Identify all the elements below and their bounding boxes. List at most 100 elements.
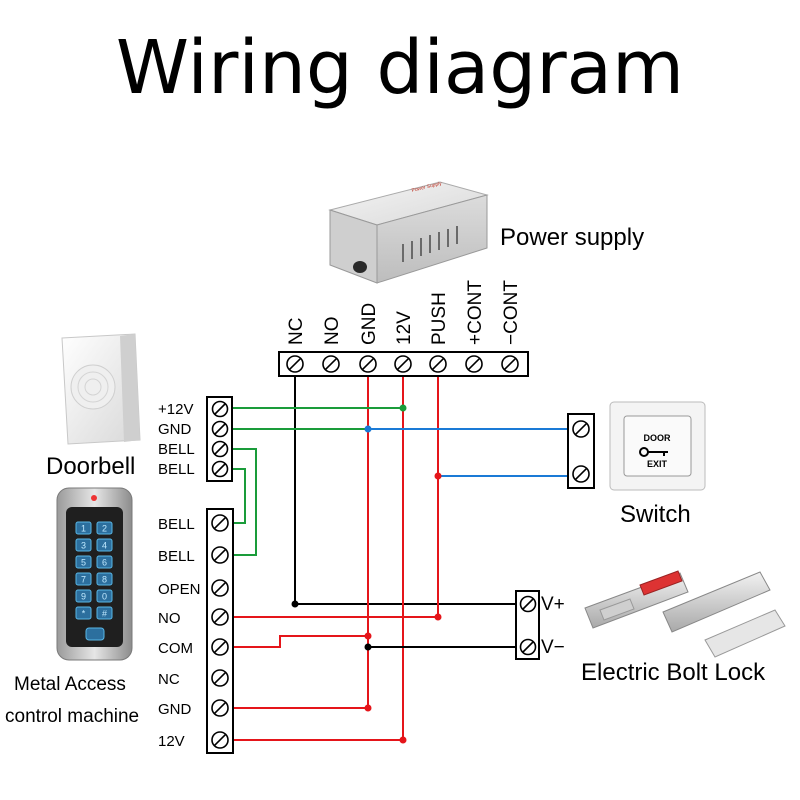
psu-terminal-label-nc: NC bbox=[286, 318, 307, 345]
psu-terminal-label-cont: +CONT bbox=[465, 280, 486, 345]
exit-switch-door-text: DOOR bbox=[644, 433, 672, 443]
screw-terminal bbox=[572, 465, 590, 483]
access-terminal-label-gnd-6: GND bbox=[158, 701, 192, 718]
wire-gnd-to-access-gnd bbox=[232, 365, 369, 709]
doorbell-image bbox=[61, 333, 141, 445]
psu-terminal-label-push: PUSH bbox=[429, 292, 450, 345]
access-terminal-label-bell-0: BELL bbox=[158, 516, 195, 533]
screw-terminal bbox=[211, 669, 229, 687]
keypad-key: 8 bbox=[96, 572, 113, 586]
access-terminal-label-com-4: COM bbox=[158, 640, 193, 657]
key-icon bbox=[639, 447, 668, 457]
access-terminal-label-12v-7: 12V bbox=[158, 733, 185, 750]
junction-dot bbox=[399, 736, 407, 744]
screw-terminal bbox=[211, 546, 229, 564]
psu-terminal-label-no: NO bbox=[322, 317, 343, 346]
junction-dot bbox=[364, 704, 372, 712]
access-control-image: 1 2 3 4 5 6 7 8 9 0 * # bbox=[56, 487, 133, 661]
psu-terminal-label-gnd: GND bbox=[359, 303, 380, 345]
screw-terminal bbox=[211, 440, 229, 458]
svg-text:4: 4 bbox=[102, 541, 107, 551]
page-title: Wiring diagram bbox=[116, 25, 684, 111]
access-control-label-line2: control machine bbox=[5, 706, 139, 727]
keypad-key: 5 bbox=[75, 555, 92, 569]
screw-terminal bbox=[211, 638, 229, 656]
svg-text:9: 9 bbox=[81, 592, 86, 602]
access-terminal-label-open-2: OPEN bbox=[158, 581, 201, 598]
wires bbox=[232, 365, 570, 744]
junction-dot bbox=[364, 425, 372, 433]
svg-text:#: # bbox=[102, 609, 107, 619]
screw-terminal bbox=[519, 638, 537, 656]
psu-terminal-label-cont: −CONT bbox=[501, 280, 522, 345]
svg-text:8: 8 bbox=[102, 575, 107, 585]
svg-text:5: 5 bbox=[81, 558, 86, 568]
bell-key-icon bbox=[85, 627, 105, 641]
wire-push-to-access-no bbox=[232, 365, 439, 618]
power-supply-terminal-block: NC NO GND 12V PUSH +CONT −CONT bbox=[278, 280, 529, 377]
junction-dot bbox=[364, 643, 372, 651]
keypad-key: 1 bbox=[75, 521, 92, 535]
doorbell-terminal-label-12v-0: +12V bbox=[158, 401, 193, 418]
screw-terminal bbox=[211, 460, 229, 478]
keypad-key: # bbox=[96, 606, 113, 620]
screw-terminal bbox=[322, 355, 340, 373]
keypad-key: 7 bbox=[75, 572, 92, 586]
svg-text:0: 0 bbox=[102, 592, 107, 602]
screw-terminal bbox=[211, 731, 229, 749]
exit-switch-exit-text: EXIT bbox=[647, 459, 668, 469]
junction-dot bbox=[434, 472, 442, 480]
keypad-key: 0 bbox=[96, 589, 113, 603]
lock-terminal-label-v: V− bbox=[541, 637, 565, 658]
keypad-key: 3 bbox=[75, 538, 92, 552]
keypad-key: 9 bbox=[75, 589, 92, 603]
svg-text:3: 3 bbox=[81, 541, 86, 551]
exit-switch-image: DOOR EXIT bbox=[609, 401, 706, 491]
screw-terminal bbox=[572, 420, 590, 438]
access-terminal-label-no-3: NO bbox=[158, 610, 181, 627]
lock-terminal-label-v: V+ bbox=[541, 594, 565, 615]
junction-dot bbox=[434, 613, 442, 621]
keypad-keys: 1 2 3 4 5 6 7 8 9 0 * # bbox=[75, 521, 113, 641]
wire-com-to-lock-vminus bbox=[232, 635, 368, 648]
svg-text:7: 7 bbox=[81, 575, 86, 585]
screw-terminal bbox=[211, 699, 229, 717]
junction-dot bbox=[399, 404, 407, 412]
access-control-label-line1: Metal Access bbox=[14, 674, 126, 695]
keypad-key: * bbox=[75, 606, 92, 620]
keypad-key: 4 bbox=[96, 538, 113, 552]
electric-bolt-lock-image bbox=[584, 570, 786, 658]
wire-bell-1 bbox=[233, 448, 257, 556]
wire-nc-to-lock-vplus bbox=[294, 365, 520, 605]
electric-bolt-lock-label: Electric Bolt Lock bbox=[581, 659, 766, 686]
screw-terminal bbox=[501, 355, 519, 373]
screw-terminal bbox=[429, 355, 447, 373]
doorbell-terminal-label-bell-2: BELL bbox=[158, 441, 195, 458]
access-terminal-label-nc-5: NC bbox=[158, 671, 180, 688]
junction-dot bbox=[364, 632, 372, 640]
screw-terminal bbox=[211, 608, 229, 626]
doorbell-label: Doorbell bbox=[46, 453, 135, 480]
switch-terminal-block bbox=[567, 413, 595, 489]
doorbell-terminal-label-bell-3: BELL bbox=[158, 461, 195, 478]
svg-text:1: 1 bbox=[81, 524, 86, 534]
doorbell-terminal-label-gnd-1: GND bbox=[158, 421, 192, 438]
screw-terminal bbox=[359, 355, 377, 373]
access-control-terminal-block: BELL BELL OPEN NO COM NC GND 12V bbox=[158, 508, 234, 754]
screw-terminal bbox=[465, 355, 483, 373]
junction-dot bbox=[291, 600, 299, 608]
svg-text:*: * bbox=[82, 609, 86, 619]
svg-text:2: 2 bbox=[102, 524, 107, 534]
svg-text:6: 6 bbox=[102, 558, 107, 568]
screw-terminal bbox=[394, 355, 412, 373]
switch-label: Switch bbox=[620, 501, 691, 528]
wire-bell-2 bbox=[233, 468, 246, 524]
screw-terminal bbox=[211, 420, 229, 438]
keypad-key: 6 bbox=[96, 555, 113, 569]
psu-terminal-label-12v: 12V bbox=[394, 311, 415, 345]
screw-terminal bbox=[211, 579, 229, 597]
wire-12v-to-access-12v bbox=[232, 365, 404, 741]
keypad-key: 2 bbox=[96, 521, 113, 535]
access-terminal-label-bell-1: BELL bbox=[158, 548, 195, 565]
